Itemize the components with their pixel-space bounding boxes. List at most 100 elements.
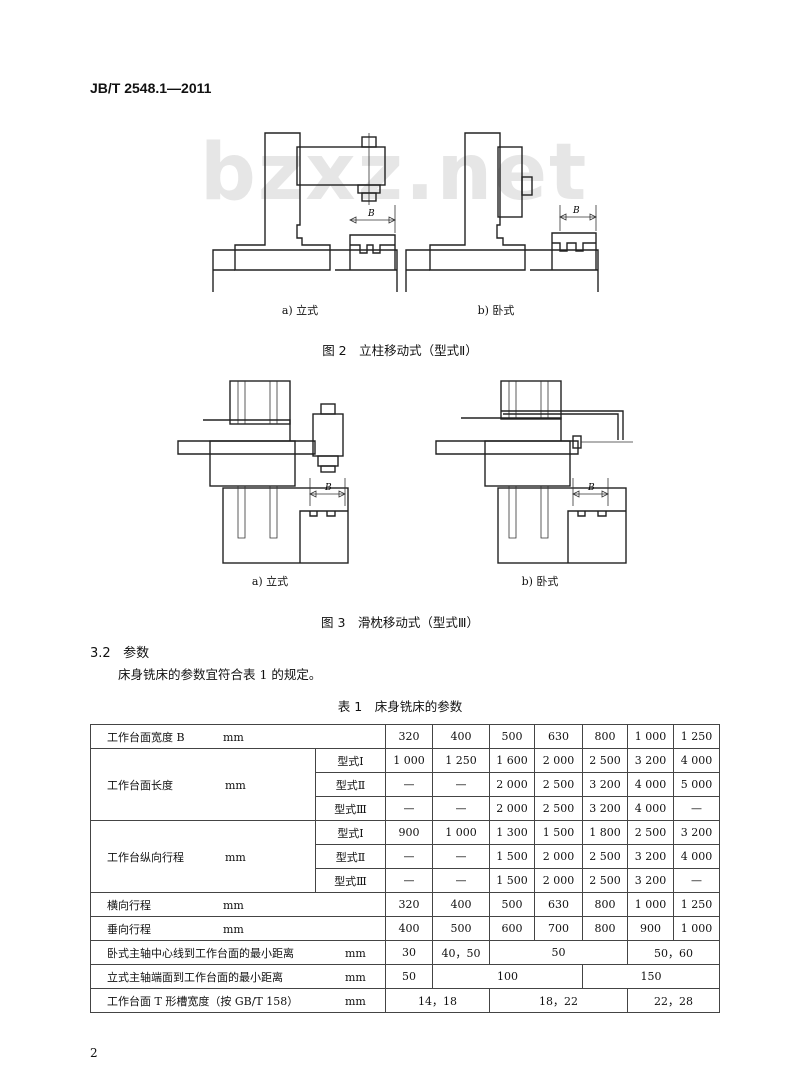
table-cell: 1 500 <box>489 868 535 893</box>
row-label: 工作台面 T 形槽宽度（按 GB/T 158）mm <box>90 988 386 1013</box>
table-cell: 2 500 <box>627 820 674 845</box>
table-cell: 800 <box>582 892 628 917</box>
table-cell: 1 500 <box>489 844 535 869</box>
figure3-a-diagram: B <box>177 380 349 564</box>
table-cell: 100 <box>432 964 583 989</box>
table-cell: — <box>385 868 433 893</box>
figure2-caption: 图 2 立柱移动式（型式Ⅱ） <box>322 343 478 358</box>
table-cell: — <box>385 772 433 797</box>
table-cell: 150 <box>582 964 720 989</box>
table-cell: 3 200 <box>627 868 674 893</box>
type-label: 型式Ⅱ <box>315 772 386 797</box>
table-cell: 900 <box>627 916 674 941</box>
table-cell: 500 <box>489 892 535 917</box>
figure3-a-label: a) 立式 <box>251 575 289 588</box>
table-row: 型式Ⅱ — — 1 500 2 000 2 500 3 200 4 000 <box>91 844 720 869</box>
table-cell: 900 <box>385 820 433 845</box>
table-cell: 5 000 <box>673 772 720 797</box>
figure2-a-dim-label: B <box>367 209 375 219</box>
table-cell: 500 <box>489 724 535 749</box>
table-cell: 1 000 <box>432 820 490 845</box>
table-cell: 50 <box>385 964 433 989</box>
table-cell: 40，50 <box>432 940 490 965</box>
figure3-b-dim-label: B <box>587 483 595 493</box>
figure3-b-label: b) 卧式 <box>521 575 559 588</box>
table-cell: 400 <box>385 916 433 941</box>
table-caption: 表 1 床身铣床的参数 <box>337 699 463 714</box>
section-heading: 3.2 参数 <box>90 642 149 661</box>
table-cell: 3 200 <box>582 772 628 797</box>
table-cell: 600 <box>489 916 535 941</box>
table-cell: 3 200 <box>582 796 628 821</box>
table-cell: — <box>432 868 490 893</box>
table-cell: 1 800 <box>582 820 628 845</box>
table-cell: 1 600 <box>489 748 535 773</box>
table-cell: 320 <box>385 724 433 749</box>
table-cell: 2 500 <box>582 844 628 869</box>
table-cell: 4 000 <box>627 772 674 797</box>
table-cell: 4 000 <box>673 844 720 869</box>
table-cell: 2 000 <box>534 748 583 773</box>
table-cell: 30 <box>385 940 433 965</box>
section-number: 3.2 <box>90 646 111 661</box>
table-cell: 1 300 <box>489 820 535 845</box>
figure2-b-diagram: B <box>405 132 599 292</box>
table-cell: 3 200 <box>673 820 720 845</box>
table-cell: 2 500 <box>534 796 583 821</box>
type-label: 型式Ⅲ <box>315 796 386 821</box>
table-cell: 2 500 <box>582 868 628 893</box>
table-cell: 3 200 <box>627 748 674 773</box>
table-cell: 2 500 <box>534 772 583 797</box>
figure2-a-diagram: B <box>212 132 398 292</box>
table-cell: 700 <box>534 916 583 941</box>
table-cell: 1 000 <box>627 724 674 749</box>
table-cell: 18，22 <box>489 988 628 1013</box>
figure2-b-label: b) 卧式 <box>477 304 515 317</box>
table-cell: 2 000 <box>534 868 583 893</box>
table-cell: — <box>432 772 490 797</box>
type-label: 型式Ⅱ <box>315 844 386 869</box>
table-cell: 400 <box>432 892 490 917</box>
table-cell: — <box>673 868 720 893</box>
table-row: 工作台面 T 形槽宽度（按 GB/T 158）mm 14，18 18，22 22… <box>90 988 720 1013</box>
table-cell: 1 250 <box>673 892 720 917</box>
table-cell: 630 <box>534 892 583 917</box>
table-cell: 1 250 <box>432 748 490 773</box>
type-label: 型式Ⅰ <box>315 748 386 773</box>
page-number: 2 <box>90 1046 98 1060</box>
figure3-a-dim-label: B <box>324 483 332 493</box>
figure2-b-dim-label: B <box>572 206 580 216</box>
table-cell: — <box>385 844 433 869</box>
table-cell: 2 000 <box>489 772 535 797</box>
table-cell: 800 <box>582 724 628 749</box>
table-cell: 400 <box>432 724 490 749</box>
table-cell: 1 500 <box>534 820 583 845</box>
table-cell: 3 200 <box>627 844 674 869</box>
table-cell: 1 000 <box>385 748 433 773</box>
type-label: 型式Ⅰ <box>315 820 386 845</box>
table-cell: 4 000 <box>673 748 720 773</box>
table-cell: — <box>432 844 490 869</box>
table-cell: — <box>673 796 720 821</box>
table-cell: 2 000 <box>534 844 583 869</box>
table-cell: 320 <box>385 892 433 917</box>
table-row: 型式Ⅲ — — 2 000 2 500 3 200 4 000 — <box>91 796 720 821</box>
table-cell: 630 <box>534 724 583 749</box>
table-cell: 50 <box>489 940 628 965</box>
table-cell: 1 000 <box>673 916 720 941</box>
figure3-caption: 图 3 滑枕移动式（型式Ⅲ） <box>320 615 480 630</box>
table-cell: 2 000 <box>489 796 535 821</box>
section-paragraph: 床身铣床的参数宜符合表 1 的规定。 <box>118 667 322 682</box>
